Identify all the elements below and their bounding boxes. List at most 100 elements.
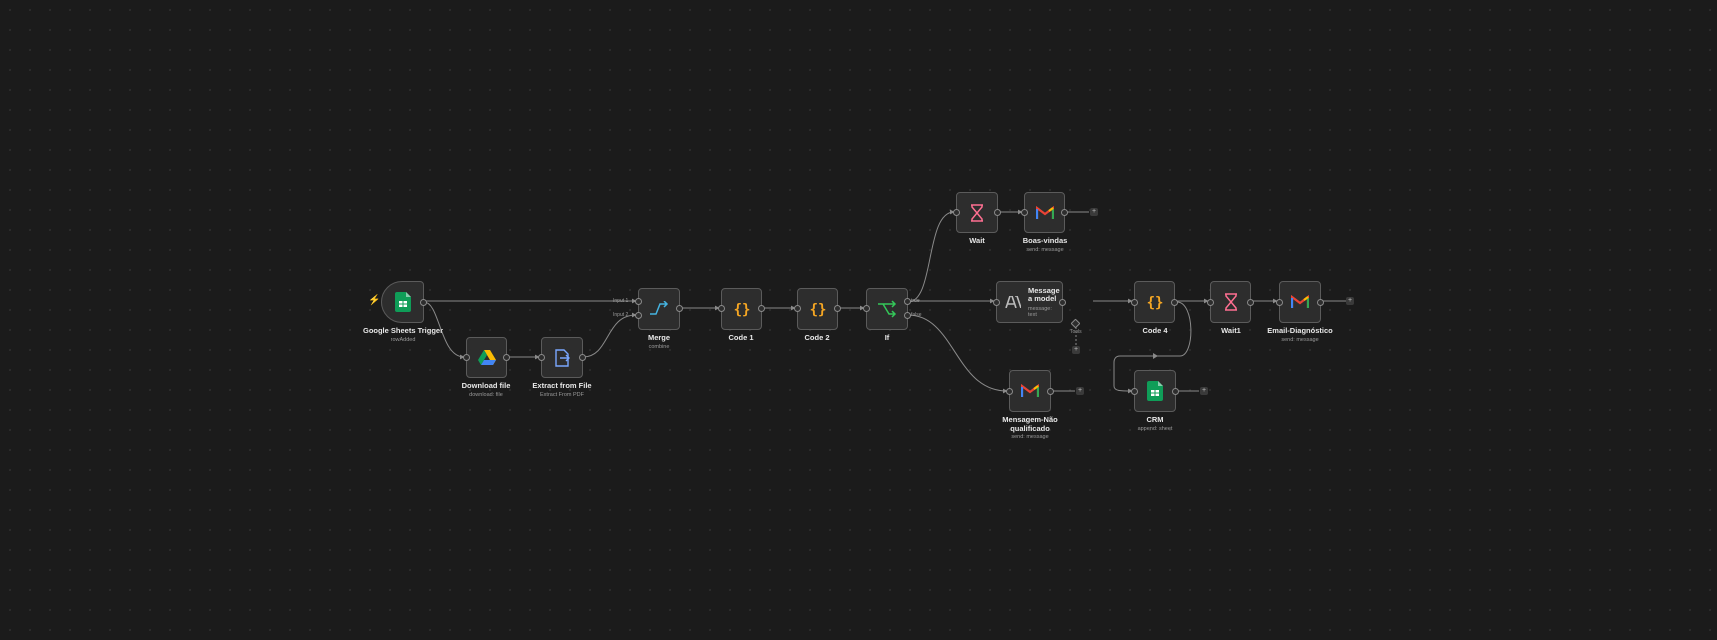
node-subtitle: send: message [1281, 337, 1319, 343]
node-if[interactable] [863, 288, 911, 330]
node-title: Code 4 [1142, 326, 1168, 335]
node-title: If [884, 333, 890, 342]
output-handle[interactable] [1171, 299, 1178, 306]
output-handle[interactable] [1172, 388, 1179, 395]
node-code-4[interactable]: {} [1131, 281, 1178, 323]
output-handle[interactable] [1061, 209, 1068, 216]
output-handle[interactable] [420, 299, 427, 306]
input-handle[interactable] [1131, 388, 1138, 395]
code-braces-icon: {} [1145, 294, 1165, 310]
merge-input-2-label: Input 2 [613, 312, 629, 318]
input-handle[interactable] [1006, 388, 1013, 395]
node-crm[interactable] [1131, 370, 1179, 412]
node-subtitle: send: message [1026, 247, 1064, 253]
if-true-label: true [911, 298, 920, 304]
input-handle[interactable] [538, 354, 545, 361]
node-subtitle: download: file [469, 392, 503, 398]
output-handle[interactable] [579, 354, 586, 361]
node-code-2[interactable]: {} [794, 288, 841, 330]
edge-if-mensagem [907, 314, 1008, 394]
output-handle[interactable] [1059, 299, 1066, 306]
node-title: Boas-vindas [1022, 236, 1068, 245]
merge-input-1-label: Input 1 [613, 298, 629, 304]
hourglass-icon [970, 203, 984, 222]
node-subtitle: message: text [1028, 305, 1052, 318]
edge-if-wait [907, 209, 955, 303]
output-handle[interactable] [834, 305, 841, 312]
input-handle[interactable] [463, 354, 470, 361]
trigger-bolt-icon: ⚡ [368, 295, 381, 306]
output-handle[interactable] [994, 209, 1001, 216]
node-title: Wait [969, 236, 985, 245]
input-handle[interactable] [863, 305, 870, 312]
input-handle[interactable] [1131, 299, 1138, 306]
node-code-1[interactable]: {} [718, 288, 765, 330]
tools-label: Tools [1070, 329, 1082, 335]
node-subtitle: send: message [1011, 434, 1049, 440]
node-wait1[interactable] [1207, 281, 1254, 323]
node-subtitle: rowAdded [390, 337, 416, 343]
node-title: Google Sheets Trigger [362, 326, 444, 335]
add-tool-button[interactable]: + [1072, 346, 1080, 354]
add-node-button[interactable]: + [1346, 297, 1354, 305]
node-wait[interactable] [953, 192, 1001, 233]
node-title: Mensagem-Não qualificado [1002, 415, 1058, 433]
node-extract-from-file[interactable] [538, 337, 586, 378]
gmail-icon [1035, 205, 1054, 220]
svg-text:{}: {} [1146, 295, 1163, 310]
gmail-icon [1291, 295, 1309, 309]
output-handle[interactable] [1047, 388, 1054, 395]
if-false-label: false [911, 312, 922, 318]
node-title: Message a model [1028, 285, 1060, 303]
node-subtitle: combine [648, 344, 670, 350]
add-node-button[interactable]: + [1200, 387, 1208, 395]
output-handle[interactable] [1317, 299, 1324, 306]
node-title: Code 2 [804, 333, 830, 342]
input-handle[interactable] [718, 305, 725, 312]
arrow-to-crm-loop [1153, 353, 1158, 359]
input-handle[interactable] [1021, 209, 1028, 216]
gmail-icon [1021, 384, 1039, 398]
svg-text:{}: {} [809, 302, 826, 317]
node-merge[interactable] [635, 288, 683, 330]
svg-text:{}: {} [733, 302, 750, 317]
node-title: Extract from File [532, 381, 592, 390]
anthropic-icon [1005, 296, 1021, 308]
node-google-sheets-trigger[interactable] [381, 281, 427, 323]
node-mensagem-nao-qualificado[interactable] [1006, 370, 1054, 412]
node-title: Download file [461, 381, 511, 390]
node-subtitle: Extract From PDF [539, 392, 585, 398]
node-title: CRM [1146, 415, 1164, 424]
output-handle[interactable] [676, 305, 683, 312]
node-email-diagnostico[interactable] [1276, 281, 1324, 323]
node-download-file[interactable] [463, 337, 510, 378]
false-output-handle[interactable] [904, 312, 911, 319]
add-node-button[interactable]: + [1090, 208, 1098, 216]
if-branch-icon [877, 300, 897, 318]
output-handle[interactable] [503, 354, 510, 361]
node-subtitle: append: sheet [1137, 426, 1173, 432]
google-drive-icon [477, 349, 496, 366]
google-sheets-icon [1147, 381, 1163, 401]
edge-trigger-download [423, 301, 465, 360]
add-node-button[interactable]: + [1076, 387, 1084, 395]
input-handle[interactable] [794, 305, 801, 312]
edge-extract-merge [582, 312, 637, 358]
node-title: Code 1 [728, 333, 754, 342]
input-handle[interactable] [1207, 299, 1214, 306]
hourglass-icon [1224, 293, 1238, 311]
input-handle[interactable] [953, 209, 960, 216]
output-handle[interactable] [1247, 299, 1254, 306]
true-output-handle[interactable] [904, 298, 911, 305]
extract-file-icon [553, 348, 571, 367]
output-handle[interactable] [758, 305, 765, 312]
node-message-a-model[interactable]: Message a model message: text [993, 281, 1066, 323]
input-1-handle[interactable] [635, 298, 642, 305]
google-sheets-icon [394, 292, 411, 312]
node-boas-vindas[interactable] [1021, 192, 1068, 233]
input-handle[interactable] [993, 299, 1000, 306]
input-2-handle[interactable] [635, 312, 642, 319]
input-handle[interactable] [1276, 299, 1283, 306]
code-braces-icon: {} [808, 301, 828, 317]
